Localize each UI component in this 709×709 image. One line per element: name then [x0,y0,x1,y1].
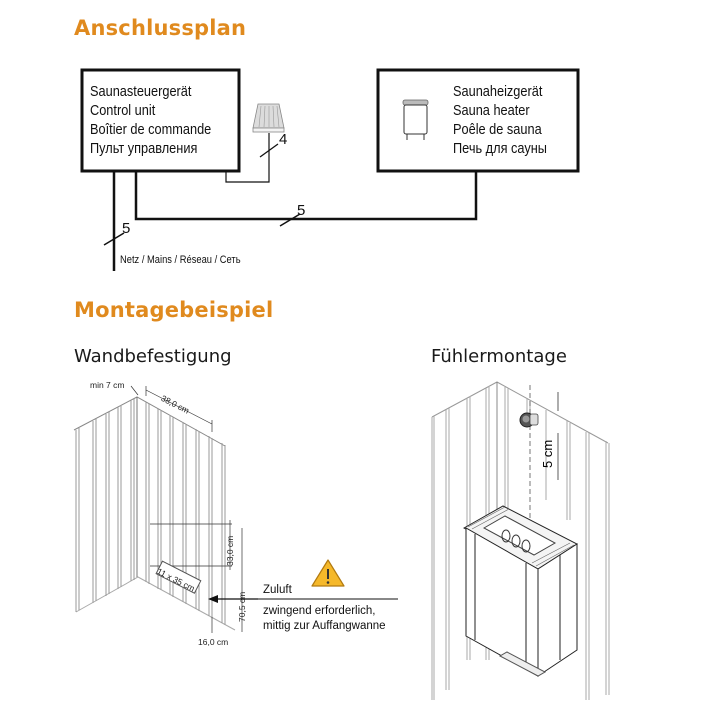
wall-mount-title: Wandbefestigung [74,346,232,367]
sauna-heater-icon [402,99,429,140]
vent-opening [155,560,202,594]
wiring-plan-title: Anschlussplan [74,16,247,40]
sensor-cable [225,133,270,183]
air-inlet-note-line-1: zwingend erforderlich, [263,605,376,617]
bottom-dimension: 16,0 cm [198,637,229,647]
heater-cable-tick [279,213,301,227]
sensor-cable-number: 4 [279,131,288,148]
wall-sensor-icon [519,412,539,428]
wall-mount-drawing [73,385,398,633]
heater-cable [134,171,478,221]
left-wall-boards [75,399,135,612]
mounting-example-title: Montagebeispiel [74,298,274,322]
sauna-heater-label-en: Sauna heater [453,103,530,119]
mains-cable-number: 5 [122,220,131,237]
sauna-heater-label-de: Saunaheizgerät [453,84,543,100]
control-unit-box [80,68,241,173]
air-inlet-arrowhead [208,595,218,603]
sauna-heater-label-ru: Печь для сауны [453,141,547,157]
heater-drawing [462,505,579,677]
min-gap-dimension: min 7 cm [90,380,125,390]
width-dim-line [145,389,213,425]
sensor-distance-dimension: 5 cm [540,439,555,468]
air-inlet-note: zwingend erforderlich, mittig zur Auffan… [263,604,386,634]
sauna-heater-label-fr: Poêle de sauna [453,122,542,138]
air-inlet-note-line-2: mittig zur Auffangwanne [263,620,386,632]
control-unit-label-fr: Boîtier de commande [90,122,212,138]
total-height-dimension: 70,5 cm [237,591,247,622]
sensor-mount-title: Fühlermontage [431,346,567,367]
mains-label: Netz / Mains / Réseau / Сеть [120,254,241,266]
sauna-heater-label: Saunaheizgerät Sauna heater Poêle de sau… [453,83,547,159]
control-unit-label-en: Control unit [90,103,156,119]
control-unit-label-de: Saunasteuergerät [90,84,192,100]
temperature-sensor-icon [252,103,285,133]
min-gap-leader [130,385,139,396]
mains-cable-tick [103,232,125,246]
control-unit-label-ru: Пульт управления [90,141,198,157]
warning-triangle-icon [311,559,345,587]
control-unit-label: Saunasteuergerät Control unit Boîtier de… [90,83,211,159]
air-inlet-label: Zuluft [263,584,292,596]
sensor-cable-tick [259,143,279,158]
heater-cable-number: 5 [297,202,306,219]
upper-height-dimension: 33,0 cm [225,535,235,566]
heater-box [376,68,580,173]
